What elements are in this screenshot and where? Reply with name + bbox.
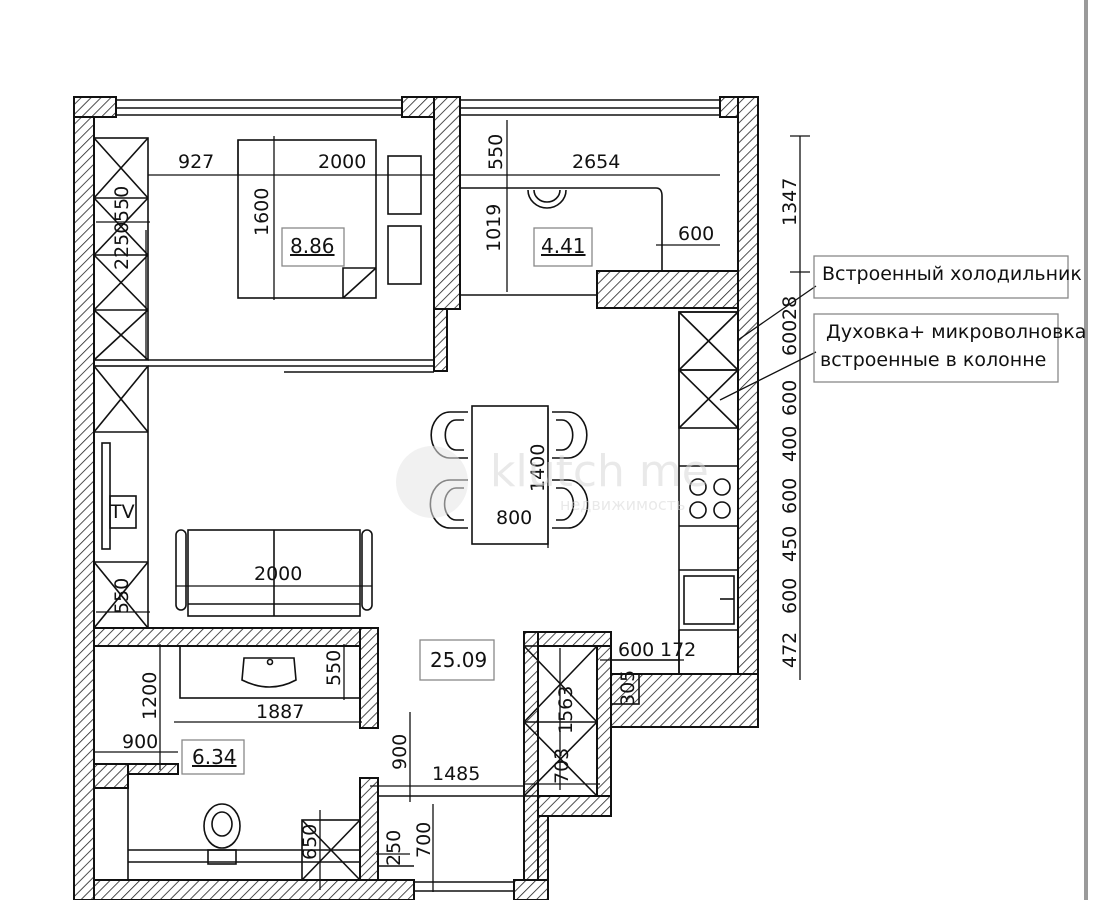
dim-niche-counter: 600 (678, 223, 714, 245)
kitchen-column (611, 311, 739, 675)
living (93, 365, 589, 629)
kitchen-niche (460, 187, 663, 296)
bathroom-area-label: 6.34 (192, 745, 237, 769)
sink-round (527, 189, 567, 209)
bathroom (127, 645, 524, 881)
watermark-logo-icon (396, 446, 468, 518)
watermark-sub: недвижимость (560, 495, 685, 514)
oven-note-line1: Духовка+ микроволновка (826, 321, 1086, 343)
dim-wardrobe-depth: 550 (111, 186, 133, 222)
dim-closet-width: 703 (551, 748, 573, 784)
dim-niche-height: 1347 (779, 178, 801, 226)
dresser-bottom (387, 225, 422, 285)
dresser-top (387, 155, 422, 215)
dim-column-7: 472 (779, 632, 801, 668)
wall-partition-bedroom (433, 96, 461, 310)
dim-bed-length: 1600 (251, 188, 273, 236)
windows (116, 99, 720, 892)
dim-closet-depth: 1563 (555, 686, 577, 734)
dim-fridge-gap: 28 (779, 296, 801, 320)
wall-niche-bottom (596, 270, 739, 309)
watermark-brand: klutch me (490, 446, 709, 497)
wall-bath-right-lower (359, 777, 379, 882)
wall-bath-ledge (127, 763, 179, 775)
dim-small-niche: 305 (617, 670, 639, 706)
wall-step-6 (537, 815, 549, 900)
wall-bottom (93, 879, 415, 900)
dim-table-length: 1400 (527, 444, 549, 492)
kitchen-niche-area-label: 4.41 (541, 234, 586, 258)
wall-right (737, 96, 759, 728)
dim-column-4: 600 (779, 478, 801, 514)
dim-column-1: 600 (779, 320, 801, 356)
dim-niche-width: 2654 (572, 151, 620, 173)
wall-step-4 (523, 631, 539, 900)
walls (73, 96, 759, 900)
dim-column-3: 400 (779, 426, 801, 462)
dim-niche-depth: 1019 (483, 204, 505, 252)
area-boxes (181, 227, 593, 775)
dim-column-6: 600 (779, 578, 801, 614)
dim-column-5: 450 (779, 526, 801, 562)
living-area-label: 25.09 (430, 648, 487, 672)
dim-column-2: 600 (779, 380, 801, 416)
oven-note-line2: встроенные в колонне (820, 349, 1046, 371)
dim-hall-length: 1485 (432, 763, 480, 785)
bedroom (93, 137, 447, 373)
oven-unit (678, 369, 739, 429)
tv-cabinet (93, 365, 149, 629)
dim-table-width: 800 (496, 507, 532, 529)
dim-sofa-length: 2000 (254, 563, 302, 585)
dim-bedroom-left: 927 (178, 151, 214, 173)
dim-counter-return: 600 (618, 639, 654, 661)
dim-door-height: 700 (413, 822, 435, 858)
dim-shower-width: 650 (299, 824, 321, 860)
shower (301, 819, 361, 881)
dim-bath-height: 1200 (139, 672, 161, 720)
wall-bottom-right (513, 879, 549, 900)
wall-step-2 (596, 631, 612, 797)
vanity (179, 645, 361, 699)
wall-bath-right (359, 627, 379, 729)
wall-bath-inner (93, 763, 129, 789)
wall-partition-lower (433, 308, 448, 372)
dim-vanity-depth: 550 (323, 650, 345, 686)
bed (237, 139, 377, 299)
wall-bath-top (93, 627, 379, 647)
small-niche (610, 673, 640, 705)
dim-wardrobe-length: 2250 (111, 222, 133, 270)
dim-vanity-length: 1887 (256, 701, 304, 723)
washbasin (241, 657, 297, 688)
dim-bath-niche: 900 (122, 731, 158, 753)
fridge-note: Встроенный холодильник (822, 263, 1082, 285)
tv-label: TV (109, 501, 135, 523)
wall-top-left (73, 96, 117, 118)
dim-niche-top-offset: 550 (485, 134, 507, 170)
bedroom-area-label: 8.86 (290, 234, 335, 258)
wall-step-5 (537, 795, 612, 817)
oven-note-box (813, 313, 1059, 383)
dim-tv-cabinet-depth: 550 (111, 578, 133, 614)
fridge-note-box (813, 255, 1069, 299)
toilet (203, 803, 241, 849)
wardrobe (93, 137, 149, 361)
dim-counter-end: 172 (660, 639, 696, 661)
hob-burner (689, 478, 707, 496)
dim-hall-niche: 900 (389, 734, 411, 770)
dimension-lines (94, 120, 810, 892)
kitchen-sink (683, 575, 735, 625)
tv (101, 442, 111, 550)
watermark: klutch me недвижимость (396, 446, 709, 518)
dim-door-gap: 250 (383, 830, 405, 866)
dim-bed-width: 2000 (318, 151, 366, 173)
wall-left (73, 96, 95, 900)
callout-leaders (719, 255, 1069, 401)
